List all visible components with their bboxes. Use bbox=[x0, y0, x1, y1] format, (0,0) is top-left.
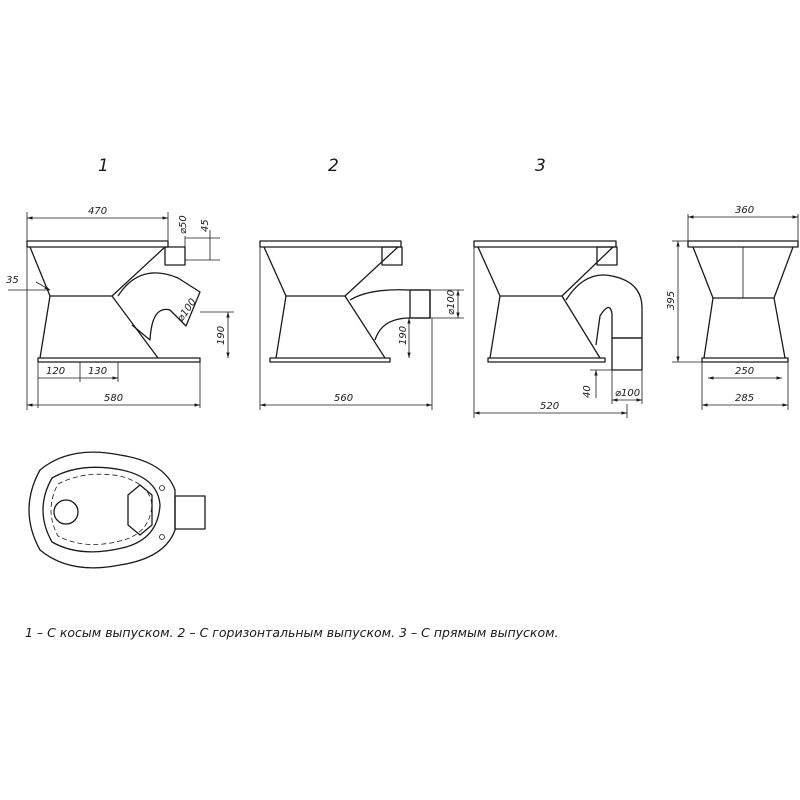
dim-dia-100: ⌀100 bbox=[615, 388, 640, 399]
dim-250: 250 bbox=[735, 366, 754, 377]
dim-dia-100: ⌀100 bbox=[446, 290, 457, 315]
flush-inlet bbox=[164, 246, 186, 266]
rim bbox=[687, 240, 799, 248]
dim-arrow-35 bbox=[35, 281, 51, 291]
flush-inlet bbox=[381, 246, 403, 266]
rim bbox=[26, 240, 169, 248]
dim-130: 130 bbox=[88, 366, 107, 377]
dim-190: 190 bbox=[398, 326, 409, 345]
outlet-stub bbox=[174, 495, 206, 530]
bowl-outline bbox=[29, 246, 166, 359]
view-3-vertical-outlet: 3 ⌀100 40 520 bbox=[473, 156, 643, 418]
bowl-outline bbox=[477, 246, 614, 359]
dim-560: 560 bbox=[334, 393, 353, 404]
flush-shelf bbox=[127, 484, 153, 536]
dim-580: 580 bbox=[104, 393, 123, 404]
flush-inlet bbox=[596, 246, 618, 266]
view-1-label: 1 bbox=[98, 156, 109, 176]
horizontal-outlet-pipe bbox=[349, 289, 431, 341]
view-2-label: 2 bbox=[328, 156, 339, 176]
drain-hole bbox=[53, 499, 79, 525]
bowl-outline bbox=[692, 246, 794, 359]
caption: 1 – С косым выпуском. 2 – С горизонтальн… bbox=[25, 625, 559, 640]
dim-470: 470 bbox=[88, 206, 107, 217]
rim bbox=[473, 240, 617, 248]
outlet-socket bbox=[409, 289, 431, 319]
base-plate bbox=[37, 357, 201, 363]
bolt-hole bbox=[159, 485, 165, 491]
plan-hidden-contour bbox=[50, 473, 153, 545]
plan-outer-contour bbox=[28, 451, 176, 569]
dim-285: 285 bbox=[735, 393, 754, 404]
view-1-oblique-outlet: 1 470 ⌀50 45 35 ⌀100 190 120 bbox=[6, 156, 234, 410]
dim-520: 520 bbox=[540, 401, 559, 412]
bolt-hole bbox=[159, 534, 165, 540]
dim-190: 190 bbox=[216, 326, 227, 345]
trap-line bbox=[561, 295, 601, 359]
dim-45: 45 bbox=[200, 219, 211, 232]
dim-120: 120 bbox=[46, 366, 65, 377]
trap-line bbox=[344, 295, 386, 359]
dim-dia-50: ⌀50 bbox=[178, 215, 189, 234]
base-plate bbox=[487, 357, 606, 363]
dim-35: 35 bbox=[6, 275, 19, 286]
rim bbox=[259, 240, 402, 248]
plan-inner-contour bbox=[42, 466, 161, 553]
dim-dia-100: ⌀100 bbox=[175, 297, 198, 324]
bowl-outline bbox=[263, 246, 399, 359]
view-plan bbox=[28, 451, 206, 569]
view-2-horizontal-outlet: 2 ⌀100 190 560 bbox=[259, 156, 464, 410]
view-3-label: 3 bbox=[535, 156, 546, 176]
base-plate bbox=[269, 357, 391, 363]
vertical-outlet-pipe bbox=[565, 274, 643, 346]
dim-40: 40 bbox=[582, 385, 593, 398]
dim-360: 360 bbox=[735, 205, 754, 216]
outlet-socket bbox=[611, 337, 643, 371]
oblique-outlet-pipe bbox=[117, 272, 201, 341]
dim-395: 395 bbox=[666, 291, 677, 310]
base-plate bbox=[701, 357, 789, 363]
view-front: 360 395 250 285 bbox=[666, 205, 799, 410]
